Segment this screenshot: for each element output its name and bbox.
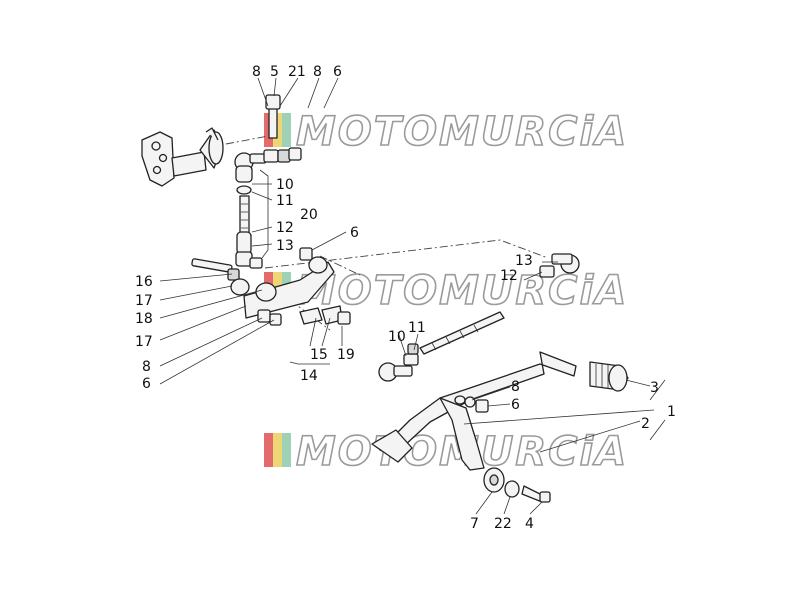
callout-label: 21: [288, 64, 306, 80]
upper-nut-11: [236, 185, 252, 195]
callout-labels: 8 5 21 8 6 10 11 20 12 13 6 16 17 18 17 …: [135, 64, 676, 532]
callout-label: 18: [135, 311, 153, 327]
callout-label: 6: [350, 225, 359, 241]
callout-label: 10: [276, 177, 294, 193]
callout-label: 19: [337, 347, 355, 363]
callout-label: 8: [142, 359, 151, 375]
callout-label: 12: [276, 220, 294, 236]
callout-label: 15: [310, 347, 328, 363]
callout-label: 14: [300, 368, 318, 384]
callout-label: 20: [300, 207, 318, 223]
callout-label: 22: [494, 516, 512, 532]
callout-label: 11: [276, 193, 294, 209]
gear-pedal-lever: [371, 351, 577, 471]
watermark-top: MOTOMURCiA: [264, 108, 628, 156]
long-tie-rod: [419, 311, 505, 355]
callout-label: 6: [333, 64, 342, 80]
pedal-rubber: [589, 361, 629, 392]
callout-label: 5: [270, 64, 279, 80]
callout-label: 17: [135, 293, 153, 309]
callout-label: 10: [388, 329, 406, 345]
pedal-bolt-nut-8-6: [464, 396, 489, 413]
callout-label: 6: [511, 397, 520, 413]
callout-label: 11: [408, 320, 426, 336]
callout-label: 1: [667, 404, 676, 420]
callout-label: 6: [142, 376, 151, 392]
lower-ball-joint-12-13: [235, 231, 263, 269]
callout-label: 12: [500, 268, 518, 284]
callout-label: 17: [135, 334, 153, 350]
callout-label: 8: [511, 379, 520, 395]
watermark-text: MOTOMURCiA: [296, 109, 628, 155]
selector-shaft-assembly: [141, 127, 224, 187]
callout-label: 13: [276, 238, 294, 254]
assembly-axis-lines: [225, 135, 549, 331]
callout-label: 8: [252, 64, 261, 80]
callout-label: 16: [135, 274, 153, 290]
watermark-bottom: MOTOMURCiA: [264, 428, 627, 476]
tie-rod-20: [239, 195, 250, 235]
callout-label: 8: [313, 64, 322, 80]
lower-right-ball-joint: [378, 343, 419, 382]
callout-label: 7: [470, 516, 479, 532]
callout-label: 4: [525, 516, 534, 532]
pedal-pivot-7-22-4: [483, 467, 551, 503]
leader-lines: [159, 77, 666, 515]
callout-label: 3: [650, 380, 659, 396]
right-ball-joint: [539, 253, 580, 278]
upper-ball-joint: [234, 94, 302, 183]
pivot-bracket: [191, 247, 351, 326]
watermark-text: MOTOMURCiA: [296, 268, 628, 314]
callout-label: 13: [515, 253, 533, 269]
watermark-middle: MOTOMURCiA: [264, 267, 628, 315]
callout-label: 2: [641, 416, 650, 432]
